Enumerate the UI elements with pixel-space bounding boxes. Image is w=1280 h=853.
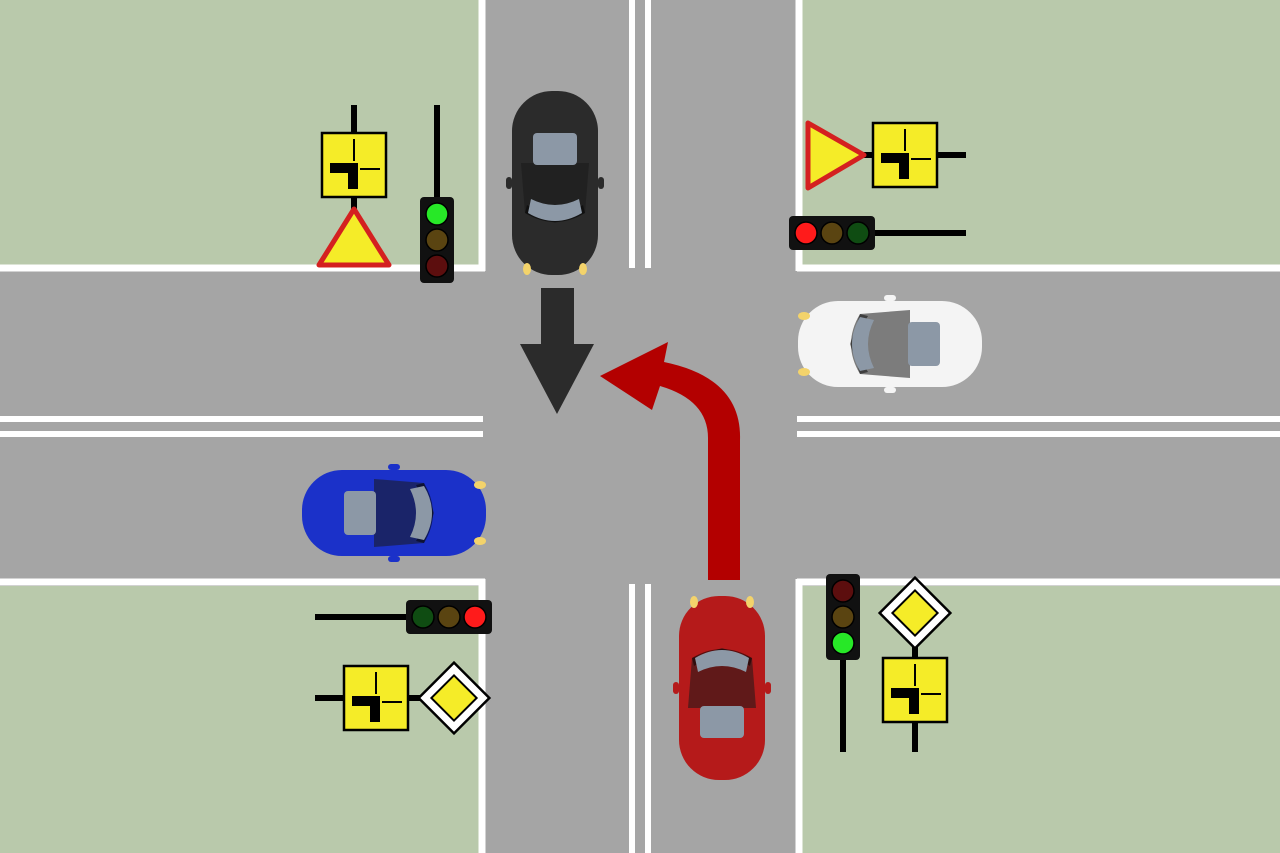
red-lamp bbox=[794, 221, 818, 245]
amber-lamp bbox=[820, 221, 844, 245]
priority-road-sign-icon bbox=[416, 660, 492, 736]
traffic-lights bbox=[406, 197, 875, 660]
left-turn-arrow-icon bbox=[600, 342, 741, 580]
priority-road-direction-plate-icon bbox=[881, 656, 949, 724]
yield-sign-icon bbox=[805, 120, 867, 191]
black-car-shape bbox=[506, 91, 604, 275]
sign-group-nw bbox=[316, 105, 440, 268]
priority-road-direction-plate-icon bbox=[342, 664, 410, 732]
sign-group-ne bbox=[805, 120, 966, 236]
amber-lamp bbox=[437, 605, 461, 629]
black-car bbox=[506, 91, 604, 275]
priority-road-sign-icon bbox=[877, 575, 953, 651]
red-lamp bbox=[425, 254, 449, 278]
green-lamp bbox=[831, 631, 855, 655]
red-lamp bbox=[463, 605, 487, 629]
amber-lamp bbox=[831, 605, 855, 629]
amber-lamp bbox=[425, 228, 449, 252]
green-lamp bbox=[846, 221, 870, 245]
red-car-shape bbox=[673, 596, 771, 780]
red-lamp bbox=[831, 579, 855, 603]
green-lamp bbox=[411, 605, 435, 629]
traffic-light-se bbox=[826, 574, 860, 660]
sign-group-se bbox=[840, 575, 953, 752]
white-car-shape bbox=[798, 295, 982, 393]
red-car bbox=[673, 596, 771, 780]
yield-sign-icon bbox=[316, 206, 392, 268]
blue-car-shape bbox=[302, 464, 486, 562]
priority-road-direction-plate-icon bbox=[871, 121, 939, 189]
sign-group-sw bbox=[315, 614, 492, 736]
traffic-light-ne bbox=[789, 216, 875, 250]
priority-road-direction-plate-icon bbox=[320, 131, 388, 199]
blue-car bbox=[302, 464, 486, 562]
green-lamp bbox=[425, 202, 449, 226]
white-car bbox=[798, 295, 982, 393]
traffic-light-nw bbox=[420, 197, 454, 283]
traffic-light-sw bbox=[406, 600, 492, 634]
straight-arrow-icon bbox=[520, 288, 594, 414]
